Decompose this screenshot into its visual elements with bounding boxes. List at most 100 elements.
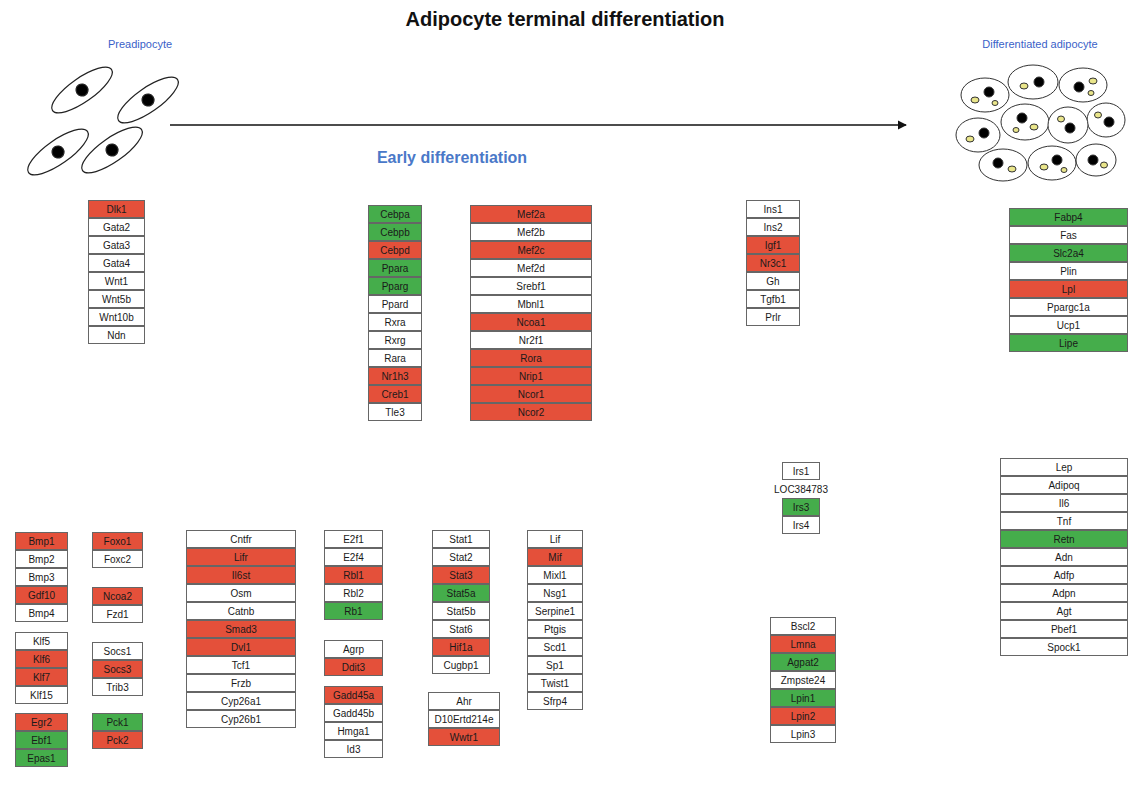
gene-box: Ncor1	[470, 385, 592, 403]
gene-name: Cugbp1	[443, 660, 478, 671]
adipocyte-cluster-part	[1001, 104, 1049, 140]
gene-name: Nr3c1	[760, 258, 787, 269]
gene-box: Bmp2	[15, 550, 68, 568]
gene-name: Hif1a	[449, 642, 472, 653]
gene-box: E2f1	[324, 530, 383, 548]
gene-name: Socs1	[104, 646, 132, 657]
gene-name: Scd1	[544, 642, 567, 653]
adipocyte-cluster-part-part	[1088, 91, 1094, 96]
gene-name: Rb1	[344, 606, 362, 617]
gene-name: Slc2a4	[1053, 248, 1084, 259]
gene-name: Bmp2	[28, 554, 54, 565]
gene-box: Cugbp1	[432, 656, 490, 674]
gene-name: Stat6	[449, 624, 472, 635]
gene-box: Prlr	[746, 308, 800, 326]
gene-name: Gh	[766, 276, 779, 287]
gene-box: Epas1	[15, 749, 68, 767]
gene-box: LOC384783	[771, 480, 831, 498]
gene-box: Foxc2	[92, 550, 143, 568]
adipocyte-cluster-part	[1028, 146, 1076, 180]
gene-box: Ncoa2	[92, 587, 143, 605]
gene-box: Slc2a4	[1009, 244, 1128, 262]
gene-box: Hmga1	[324, 722, 383, 740]
gene-name: Ppard	[382, 299, 409, 310]
gene-box: Foxo1	[92, 532, 143, 550]
gene-name: Cebpb	[380, 227, 409, 238]
gene-box: Ppard	[368, 295, 422, 313]
gene-name: Cebpd	[380, 245, 409, 256]
gene-box: Cebpa	[368, 205, 422, 223]
gene-box: Mef2b	[470, 223, 592, 241]
gene-name: Ucp1	[1057, 320, 1080, 331]
gene-box: Rxrg	[368, 331, 422, 349]
gene-box: Ins2	[746, 218, 800, 236]
gene-name: Klf7	[33, 672, 50, 683]
gene-name: Irs3	[793, 502, 810, 513]
gene-box: Rb1	[324, 602, 383, 620]
adipocyte-cluster-part-part	[1017, 113, 1027, 123]
gene-name: Pbef1	[1051, 624, 1077, 635]
gene-box: Stat5b	[432, 602, 490, 620]
adipocyte-cluster-part-part	[993, 158, 1003, 168]
gene-name: Prlr	[765, 312, 781, 323]
gene-name: Mixl1	[543, 570, 566, 581]
gene-name: Fabp4	[1054, 212, 1082, 223]
gene-name: Ebf1	[31, 735, 52, 746]
gene-name: Tgfb1	[760, 294, 786, 305]
gene-name: E2f1	[343, 534, 364, 545]
gene-box: Ahr	[428, 692, 500, 710]
gene-box: Nsg1	[527, 584, 583, 602]
gene-name: Pck1	[106, 717, 128, 728]
gene-name: Creb1	[381, 389, 408, 400]
gene-box: Osm	[186, 584, 296, 602]
gene-name: Ppara	[382, 263, 409, 274]
gene-name: Igf1	[765, 240, 782, 251]
adipocyte-cluster-part-part	[971, 97, 979, 103]
gene-name: Mef2b	[517, 227, 545, 238]
gene-name: Socs3	[104, 664, 132, 675]
gene-name: Agt	[1056, 606, 1071, 617]
gene-name: E2f4	[343, 552, 364, 563]
gene-box: Ppargc1a	[1009, 298, 1128, 316]
gene-box: Rxra	[368, 313, 422, 331]
gene-box: Igf1	[746, 236, 800, 254]
preadipocyte-cells-part-part	[76, 120, 149, 181]
gene-name: Fas	[1060, 230, 1077, 241]
preadipocyte-cells-part-part	[104, 142, 121, 159]
adipocyte-cluster-part-part	[1088, 155, 1098, 165]
preadipocyte-cells-part	[22, 122, 95, 183]
gene-box: Egr2	[15, 713, 68, 731]
gene-name: Nsg1	[543, 588, 566, 599]
gene-box: Gata4	[88, 254, 145, 272]
gene-name: Mif	[548, 552, 561, 563]
gene-name: Lifr	[234, 552, 248, 563]
gene-box: Stat1	[432, 530, 490, 548]
gene-name: Mef2c	[517, 245, 544, 256]
gene-name: Frzb	[231, 678, 251, 689]
gene-name: Gata2	[103, 222, 130, 233]
gene-name: Ddit3	[342, 662, 365, 673]
gene-box: Rbl1	[324, 566, 383, 584]
adipocyte-cluster-part-part	[1089, 78, 1097, 84]
gene-box: Wnt10b	[88, 308, 145, 326]
gene-box: Ppara	[368, 259, 422, 277]
gene-box: Creb1	[368, 385, 422, 403]
gene-box: Irs3	[782, 498, 820, 516]
gene-name: Ins1	[764, 204, 783, 215]
gene-box: Fas	[1009, 226, 1128, 244]
gene-box: Scd1	[527, 638, 583, 656]
gene-name: Cyp26a1	[221, 696, 261, 707]
preadipocyte-cells	[22, 60, 185, 183]
gene-box: Klf6	[15, 650, 68, 668]
gene-name: Klf5	[33, 636, 50, 647]
gene-box: Ndn	[88, 326, 145, 344]
gene-name: Gata4	[103, 258, 130, 269]
gene-box: Srebf1	[470, 277, 592, 295]
gene-name: Gdf10	[28, 590, 55, 601]
gene-name: Lpin2	[791, 711, 815, 722]
adipocyte-cluster-part-part	[956, 118, 1000, 152]
adipocyte-cluster-part-part	[1087, 103, 1125, 137]
gene-box: Cebpb	[368, 223, 422, 241]
gene-box: Serpine1	[527, 602, 583, 620]
adipocyte-cluster-part-part	[1048, 107, 1088, 143]
